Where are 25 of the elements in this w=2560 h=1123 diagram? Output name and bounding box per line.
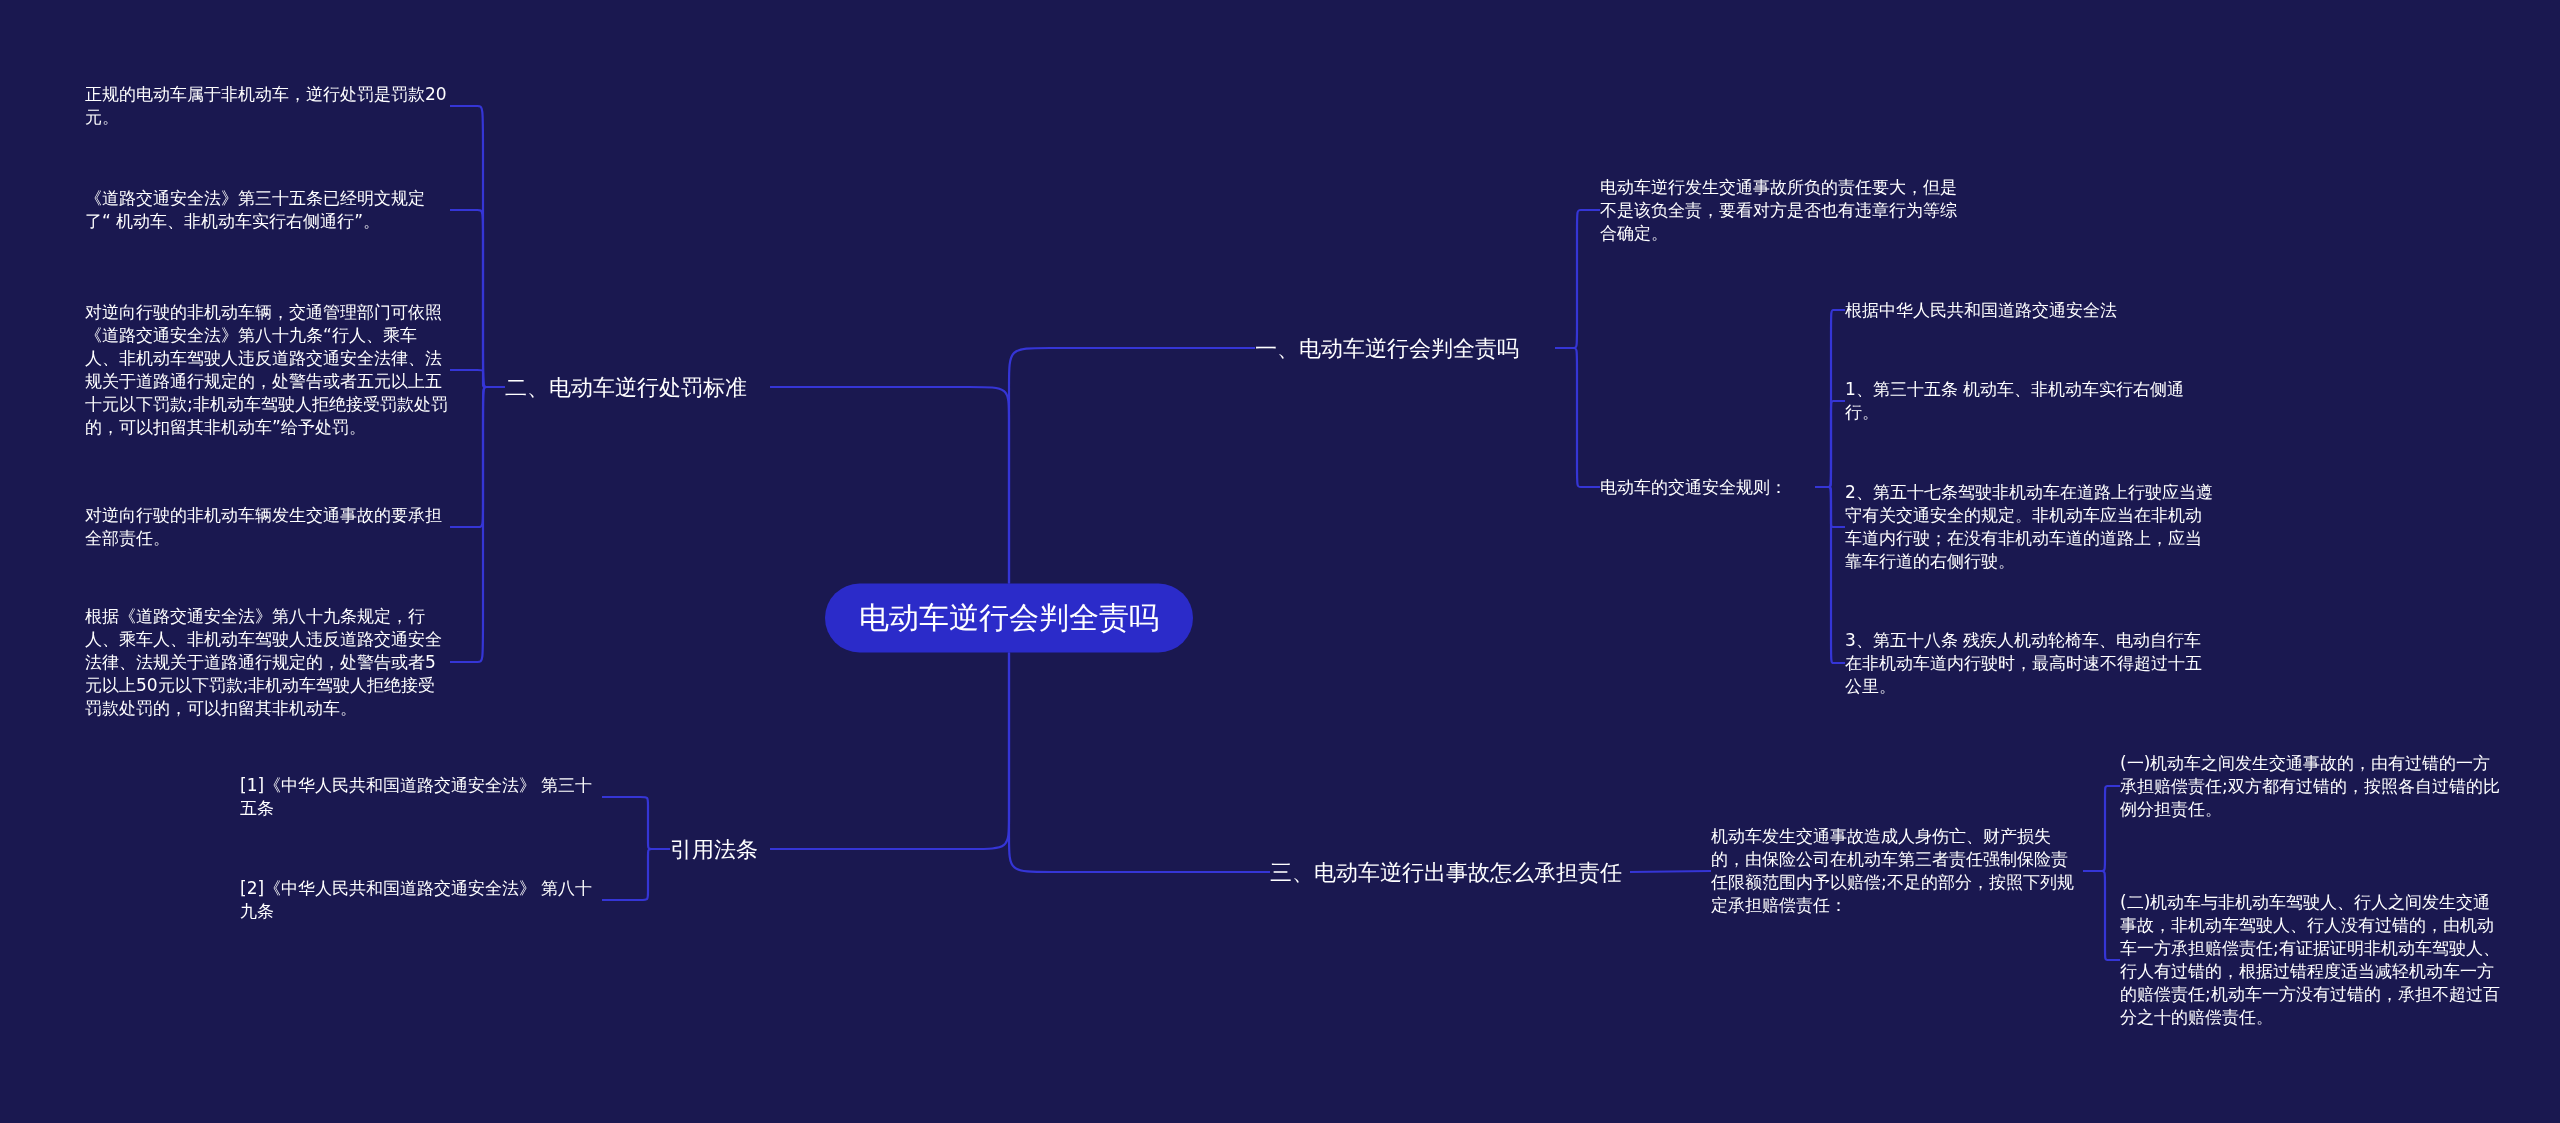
topic-text: 对逆向行驶的非机动车辆发生交通事故的要承担全部责任。: [85, 504, 443, 550]
topic-text: 根据《道路交通安全法》第八十九条规定，行人、乘车人、非机动车驾驶人违反道路交通安全法律、法规关于道路通行规定的，处警告或者5元以上50元以下罚款;非机动车驾驶人拒绝接受罚款处罚的，可以扣留其非机动车。: [85, 604, 443, 720]
topic-text: [1]《中华人民共和国道路交通安全法》 第三十五条: [240, 774, 594, 820]
topic-text: 3、第五十八条 残疾人机动轮椅车、电动自行车在非机动车道内行驶时，最高时速不得超过十五公里。: [1845, 628, 2203, 698]
central-topic-pill: 电动车逆行会判全责吗: [825, 583, 1193, 653]
topic-text: 1、第三十五条 机动车、非机动车实行右侧通行。: [1845, 378, 2186, 424]
topic-text: 2、第五十七条驾驶非机动车在道路上行驶应当遵守有关交通安全的规定。非机动车应当在非机动车道内行驶；在没有非机动车道的道路上，应当靠车行道的右侧行驶。: [1845, 481, 2214, 573]
topic-text: 对逆向行驶的非机动车辆，交通管理部门可依照《道路交通安全法》第八十九条“行人、乘车人、非机动车驾驶人违反道路交通安全法律、法规关于道路通行规定的，处警告或者五元以上五十元以下罚款;非机动车驾驶人拒绝接受罚款处罚的，可以扣留其非机动车”给予处罚。: [85, 301, 449, 439]
topic-text: 电动车的交通安全规则：: [1600, 475, 1788, 499]
connector-line: [602, 847, 670, 902]
topic-text: (二)机动车与非机动车驾驶人、行人之间发生交通事故，非机动车驾驶人、行人没有过错的，由机动车一方承担赔偿责任;有证据证明非机动车驾驶人、行人有过错的，根据过错程度适当减轻机动车一方的赔偿责任;机动车一方没有过错的，承担不超过百分之十的赔偿责任。: [2120, 891, 2500, 1029]
branch-topic: 引用法条: [670, 835, 759, 864]
branch-topic: 二、电动车逆行处罚标准: [505, 373, 748, 402]
branch-topic: 三、电动车逆行出事故怎么承担责任: [1270, 858, 1623, 887]
topic-text: 根据中华人民共和国道路交通安全法: [1845, 298, 2118, 322]
connector-line: [770, 652, 1011, 851]
connector-line: [1630, 869, 1711, 874]
topic-text: [2]《中华人民共和国道路交通安全法》 第八十九条: [240, 877, 594, 923]
topic-text: (一)机动车之间发生交通事故的，由有过错的一方承担赔偿责任;双方都有过错的，按照各自过错的比例分担责任。: [2120, 751, 2500, 821]
topic-text: 机动车发生交通事故造成人身伤亡、财产损失的，由保险公司在机动车第三者责任强制保险责任限额范围内予以赔偿;不足的部分，按照下列规定承担赔偿责任：: [1711, 825, 2075, 917]
topic-text: 《道路交通安全法》第三十五条已经明文规定了“ 机动车、非机动车实行右侧通行”。: [85, 187, 426, 233]
branch-topic: 一、电动车逆行会判全责吗: [1255, 334, 1520, 363]
topic-text: 正规的电动车属于非机动车，逆行处罚是罚款20元。: [85, 83, 448, 129]
topic-text: 电动车逆行发生交通事故所负的责任要大，但是不是该负全责，要看对方是否也有违章行为等综合确定。: [1600, 175, 1958, 245]
connector-line: [770, 385, 1011, 584]
